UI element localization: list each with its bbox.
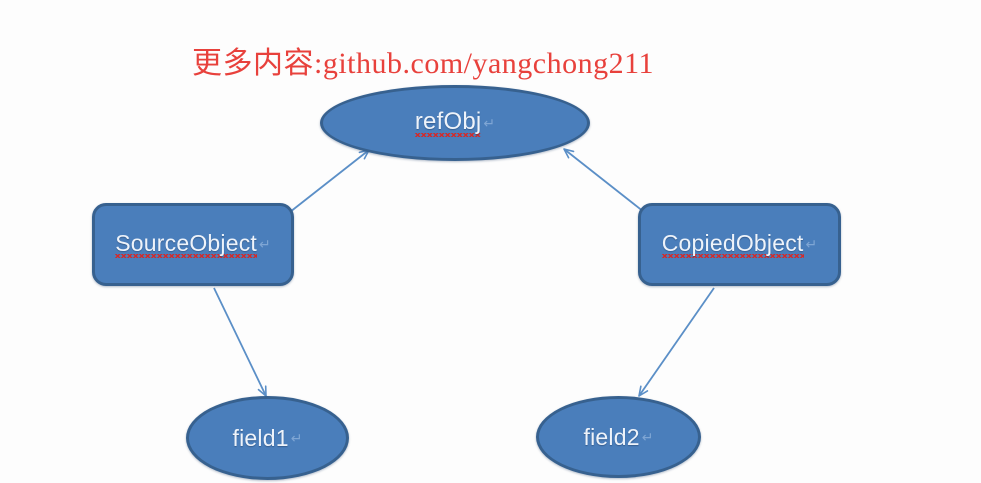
node-refobj-paragraph-mark: ↵ (483, 114, 496, 131)
edge-copiedobject-to-field2 (638, 287, 715, 397)
node-copiedobject-paragraph-mark: ↵ (805, 236, 818, 252)
node-field2-paragraph-mark: ↵ (641, 428, 654, 445)
node-copiedobject[interactable]: CopiedObject↵ (638, 203, 841, 286)
edge-copiedobject-to-refobj (563, 148, 645, 213)
node-sourceobject-paragraph-mark: ↵ (259, 236, 271, 252)
node-field1-paragraph-mark: ↵ (290, 429, 303, 446)
node-field2-label: field2 (583, 423, 640, 450)
node-field1[interactable]: field1↵ (186, 396, 349, 480)
node-copiedobject-label: CopiedObject (661, 230, 804, 259)
node-sourceobject[interactable]: SourceObject↵ (92, 203, 294, 286)
watermark-text: 更多内容:github.com/yangchong211 (192, 47, 655, 80)
node-refobj[interactable]: refObj↵ (320, 85, 590, 161)
edge-sourceobject-to-refobj (289, 149, 370, 213)
node-sourceobject-label: SourceObject (115, 230, 257, 259)
edge-sourceobject-to-field1 (213, 287, 267, 397)
node-field2[interactable]: field2↵ (536, 396, 701, 478)
node-field1-label: field1 (232, 424, 289, 451)
node-refobj-label: refObj (414, 108, 482, 138)
